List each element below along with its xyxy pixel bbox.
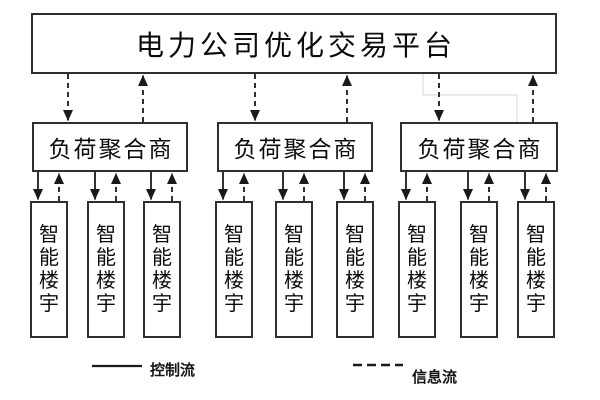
aggregator-box-3: 负荷聚合商 — [400, 122, 558, 172]
building-box-5: 智能楼宇 — [275, 201, 313, 338]
building-box-2: 智能楼宇 — [87, 201, 125, 338]
building-box-4: 智能楼宇 — [215, 201, 253, 338]
platform-box: 电力公司优化交易平台 — [31, 13, 557, 74]
building-box-3: 智能楼宇 — [143, 201, 181, 338]
legend-control-label: 控制流 — [150, 362, 196, 379]
aggregator-box-1: 负荷聚合商 — [32, 122, 188, 172]
aggregator-box-2: 负荷聚合商 — [217, 122, 373, 172]
building-box-8: 智能楼宇 — [460, 201, 498, 338]
building-box-1: 智能楼宇 — [30, 201, 68, 338]
building-box-9: 智能楼宇 — [517, 201, 555, 338]
building-box-6: 智能楼宇 — [336, 201, 374, 338]
building-box-7: 智能楼宇 — [398, 201, 436, 338]
faint-elbow-connector — [422, 74, 518, 122]
legend-info-label: 信息流 — [412, 369, 458, 386]
